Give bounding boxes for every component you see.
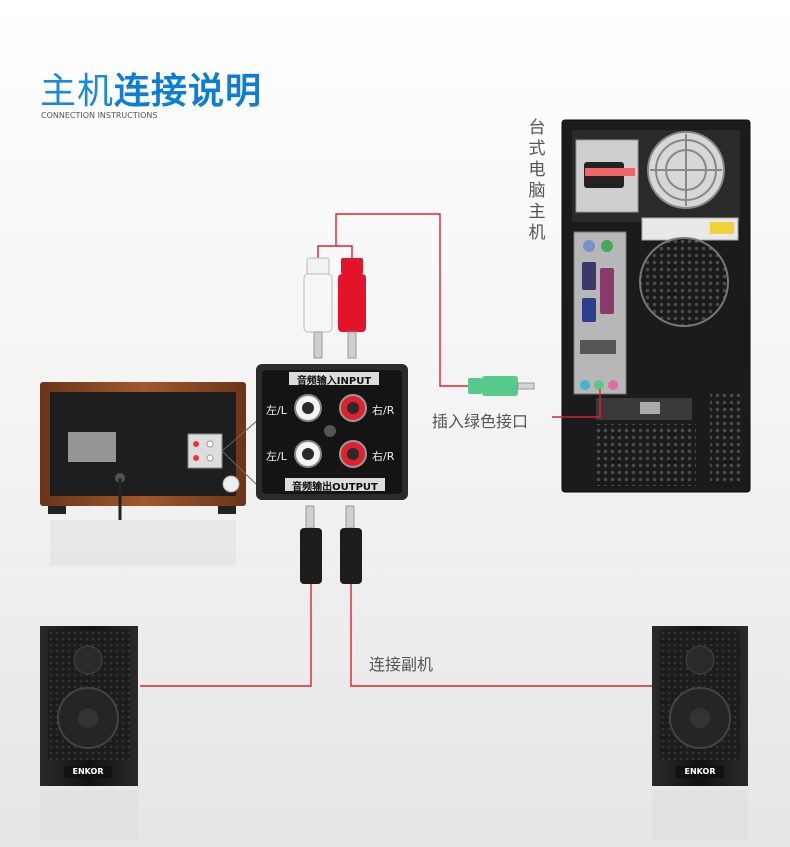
io-panel bbox=[256, 364, 408, 500]
input-left-label: 左/L bbox=[266, 404, 287, 417]
rca-output-plugs bbox=[140, 505, 652, 687]
main-speaker-unit bbox=[40, 382, 246, 566]
right-speaker-brand: ENKOR bbox=[684, 767, 716, 776]
rca-input-plugs bbox=[303, 213, 470, 387]
sub-speaker-label: 连接副机 bbox=[369, 655, 434, 674]
page-title: 主机连接说明 bbox=[40, 62, 262, 114]
right-satellite-speaker bbox=[652, 626, 748, 840]
page-subtitle: CONNECTION INSTRUCTIONS bbox=[41, 111, 158, 120]
green-audio-plug bbox=[468, 376, 535, 396]
input-title: 音频输入INPUT bbox=[296, 376, 372, 387]
output-left-label: 左/L bbox=[266, 450, 287, 463]
green-port-label: 插入绿色接口 bbox=[432, 412, 529, 431]
title-bold: 连接说明 bbox=[114, 71, 263, 112]
output-title: 音频输出OUTPUT bbox=[292, 482, 378, 493]
pc-tower bbox=[561, 119, 751, 493]
output-right-label: 右/R bbox=[372, 450, 395, 463]
left-speaker-brand: ENKOR bbox=[72, 767, 104, 776]
title-light: 主机 bbox=[40, 71, 115, 112]
input-right-label: 右/R bbox=[372, 404, 395, 417]
left-satellite-speaker bbox=[40, 626, 138, 840]
pc-label: 台式电脑主机 bbox=[528, 118, 546, 243]
